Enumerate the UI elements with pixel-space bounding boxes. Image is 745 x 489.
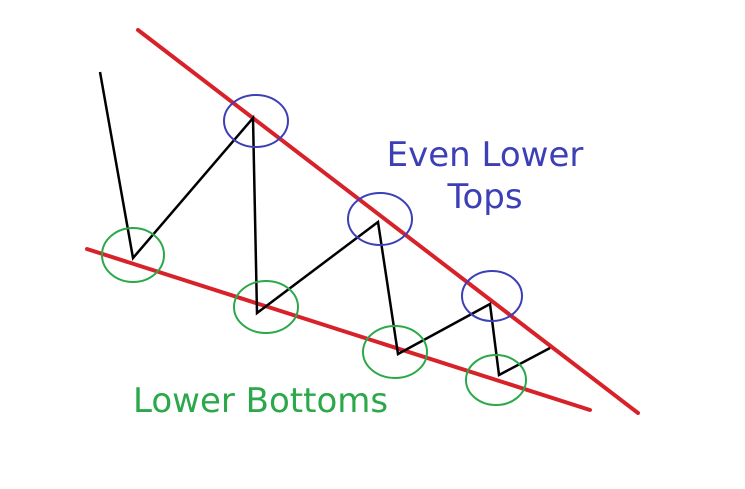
upper-trendline [136,28,640,415]
tops-label-line1: Even Lower [386,135,584,175]
bottom-circle [465,354,527,406]
even-lower-tops-label: Even Lower Tops [300,138,670,222]
top-circle [347,192,413,246]
top-circle [223,94,289,148]
bottom-circle [101,227,165,283]
bottom-circle [233,280,299,334]
bottom-circle [362,325,428,379]
price-path [98,71,551,377]
lower-trendline [85,247,592,412]
tops-label-line2: Tops [447,177,523,217]
lower-bottoms-label: Lower Bottoms [133,381,389,421]
top-circle [461,270,523,322]
